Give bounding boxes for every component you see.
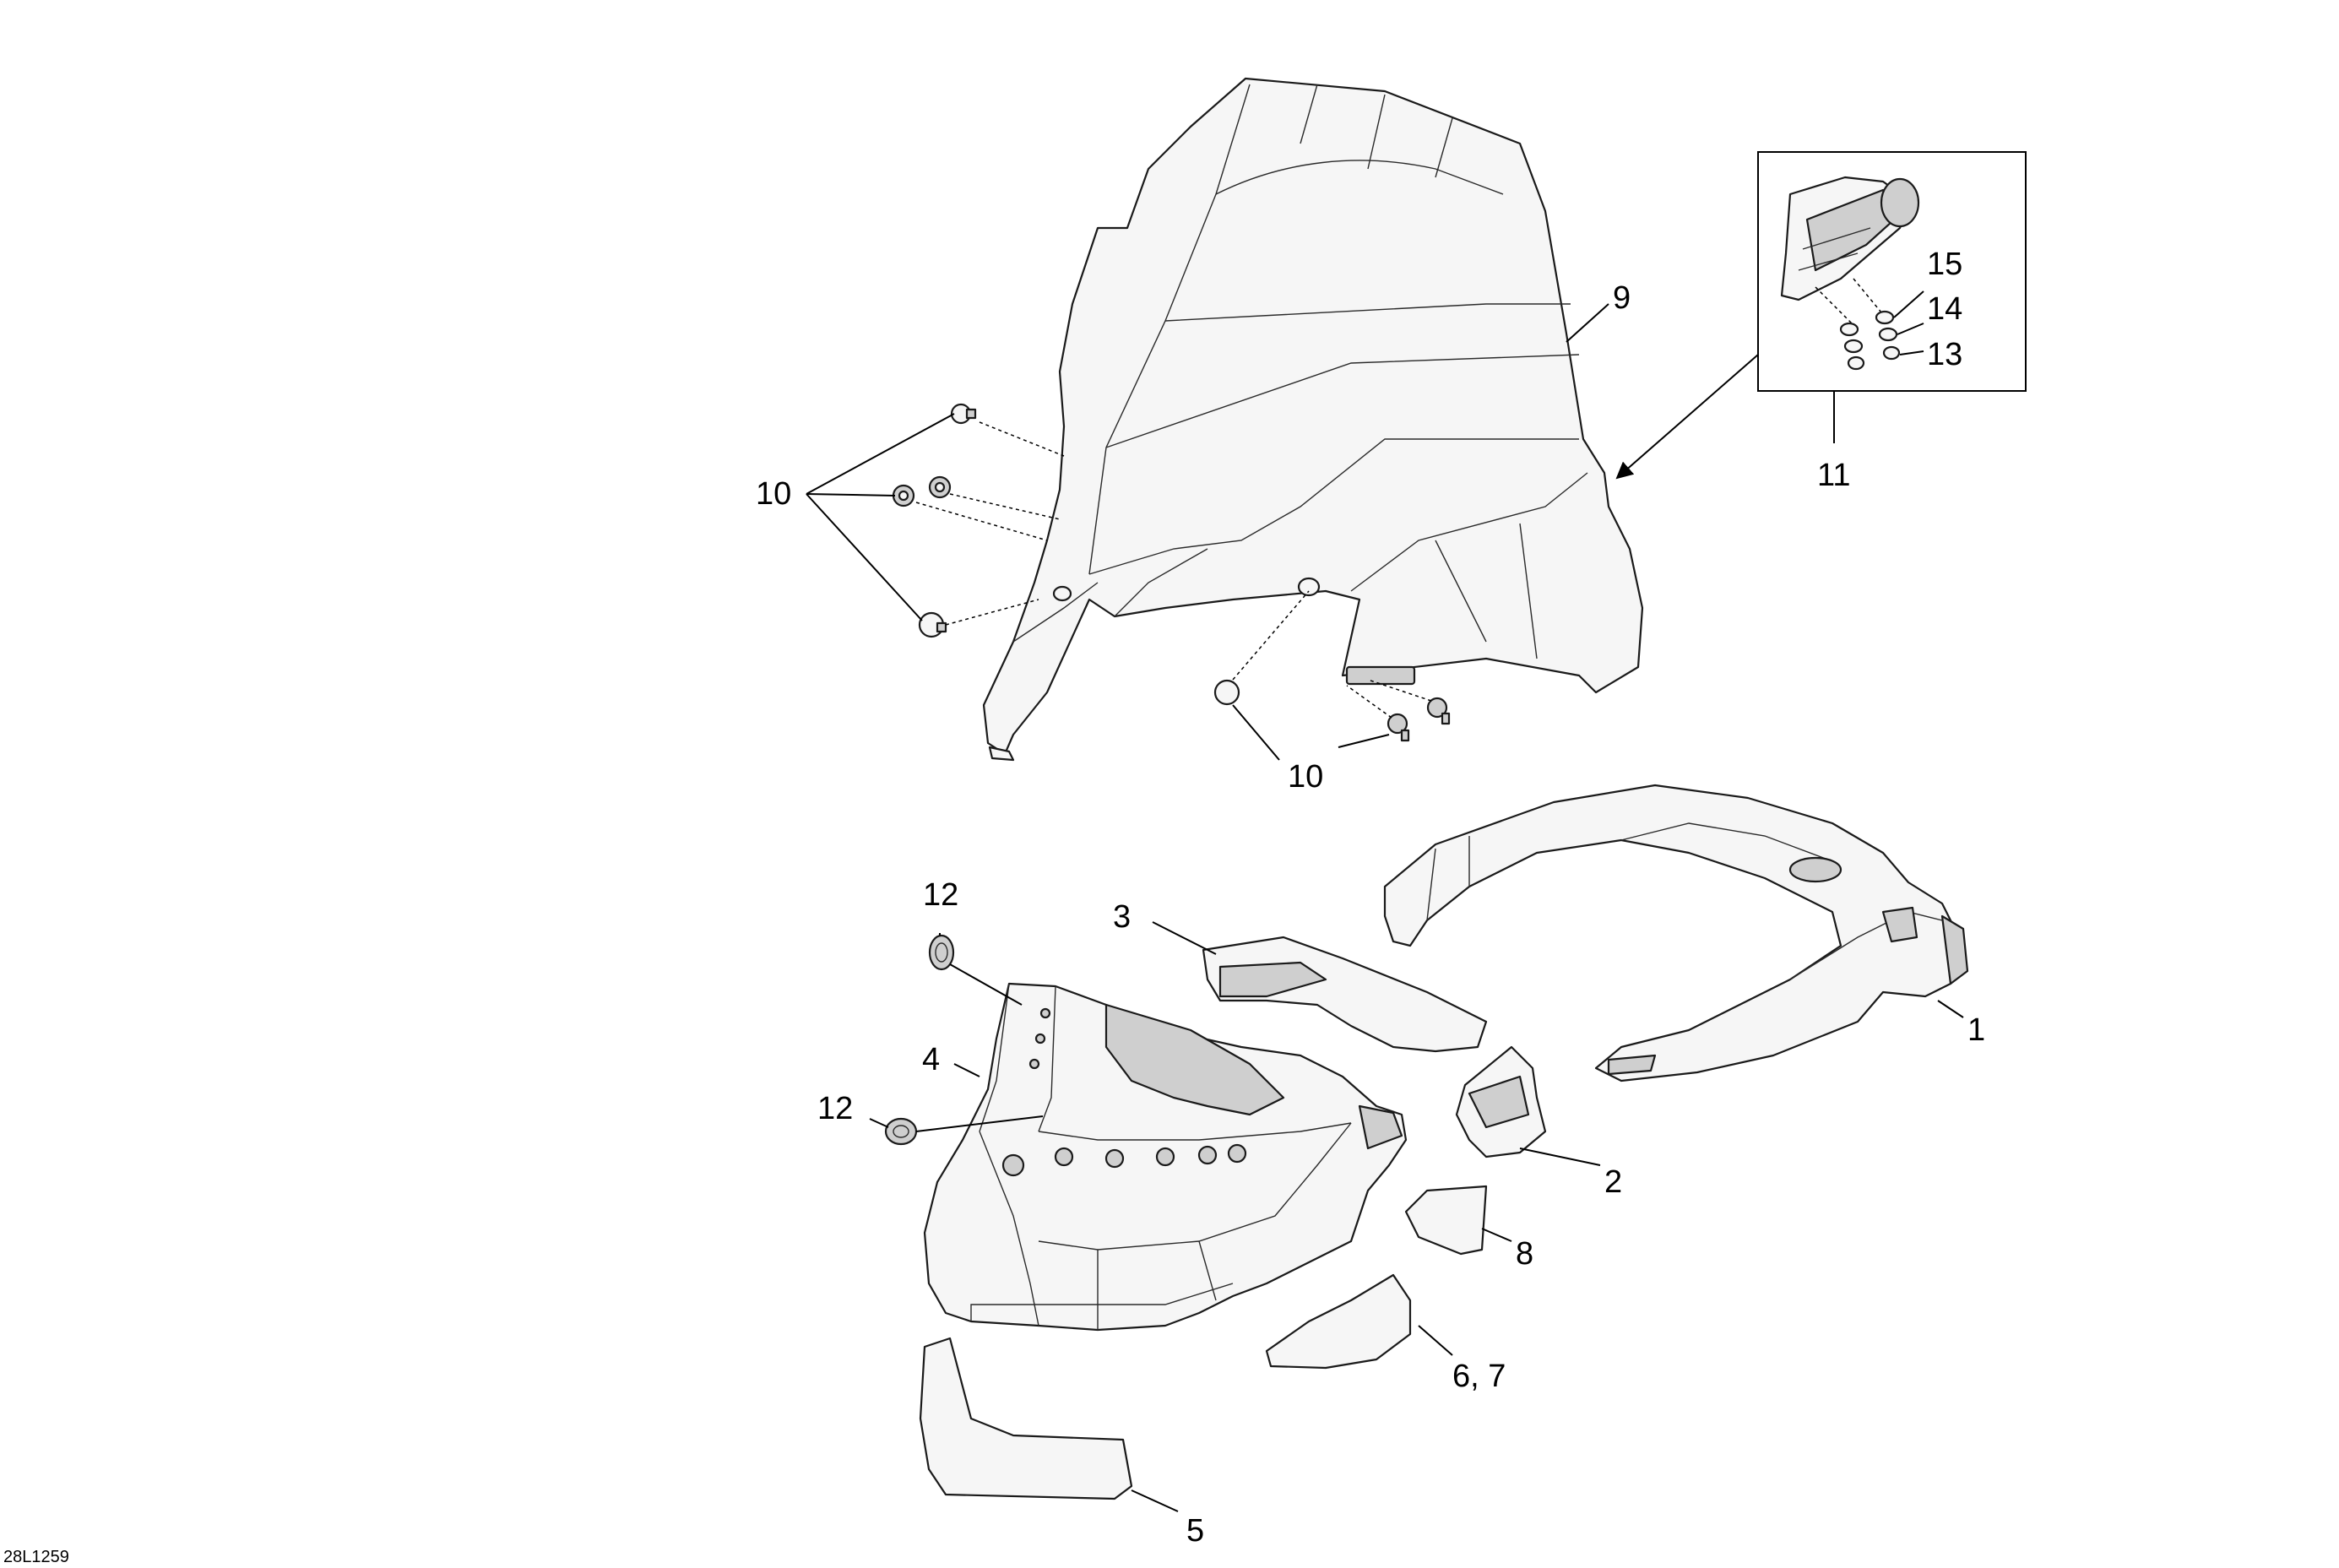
grommet-left [884, 1117, 918, 1146]
assembly-path-7 [1346, 685, 1392, 719]
leader-12-left-b [915, 1115, 1044, 1132]
callout-4: 4 [922, 1042, 940, 1077]
callout-12-left: 12 [817, 1091, 853, 1126]
grommet-top [928, 934, 955, 971]
assembly-path-2 [915, 502, 1048, 541]
assembly-path-1 [979, 421, 1065, 457]
fastener-3 [928, 475, 952, 499]
fastener-1 [950, 403, 977, 425]
leader-5 [1131, 1489, 1179, 1512]
leader-6-7 [1418, 1325, 1453, 1356]
leader-13 [1899, 350, 1924, 355]
assembly-path-6 [1367, 679, 1432, 702]
leader-15 [1893, 290, 1924, 318]
callout-6-7: 6, 7 [1452, 1359, 1506, 1394]
callout-3: 3 [1113, 899, 1131, 935]
leader-8 [1481, 1228, 1512, 1242]
assembly-path-3 [949, 493, 1061, 520]
fastener-2 [892, 484, 915, 507]
leader-2 [1519, 1148, 1601, 1166]
part-1-frame [1383, 784, 1969, 1082]
leader-1 [1937, 1000, 1964, 1018]
leader-10-left-a [806, 413, 955, 495]
leader-4 [953, 1063, 980, 1077]
drawing-code: 28L1259 [3, 1548, 69, 1566]
callout-5: 5 [1186, 1513, 1204, 1549]
assembly-path-5 [1232, 590, 1310, 681]
leader-3 [1152, 921, 1217, 955]
callout-11: 11 [1817, 458, 1850, 493]
fastener-7 [1387, 713, 1410, 742]
leader-11-arrow [1615, 354, 1759, 480]
inset-mirror-assembly [1757, 151, 2027, 392]
leader-12-left [869, 1118, 889, 1128]
part-2-block [1455, 1045, 1547, 1158]
part-6-7-pad [1265, 1273, 1412, 1370]
leader-10-left-b [806, 493, 896, 496]
fastener-4 [918, 611, 947, 638]
callout-15: 15 [1927, 247, 1962, 282]
leader-10-bottom-a [1232, 704, 1280, 761]
leader-10-bottom-b [1338, 734, 1390, 748]
part-3-panel [1202, 936, 1488, 1053]
part-4-hood [923, 982, 1408, 1332]
callout-9: 9 [1613, 280, 1631, 316]
windshield [982, 77, 1644, 762]
leader-14 [1897, 323, 1924, 335]
callout-12-top: 12 [923, 877, 958, 913]
leader-12-top-b [949, 963, 1023, 1006]
leader-10-left-c [806, 493, 923, 621]
callout-2: 2 [1604, 1164, 1622, 1200]
leader-9 [1566, 303, 1609, 343]
part-5-pad [919, 1337, 1133, 1500]
fastener-5 [1213, 679, 1240, 706]
callout-10-left: 10 [756, 476, 791, 512]
callout-13: 13 [1927, 337, 1962, 372]
assembly-path-4 [945, 599, 1039, 626]
callout-10-bottom: 10 [1288, 759, 1323, 795]
callout-14: 14 [1927, 291, 1962, 327]
fastener-6 [1426, 697, 1451, 725]
part-8-pad [1404, 1185, 1488, 1256]
callout-1: 1 [1967, 1012, 1985, 1048]
callout-8: 8 [1516, 1236, 1533, 1272]
